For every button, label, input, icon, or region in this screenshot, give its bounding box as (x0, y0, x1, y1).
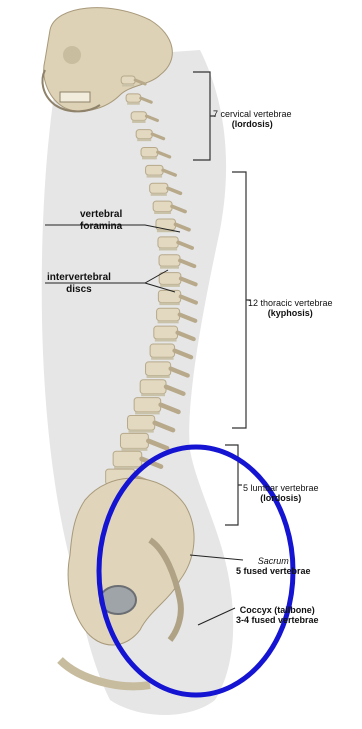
label-sacrum: Sacrum 5 fused vertebrae (236, 556, 311, 577)
intervertebral-disc (159, 303, 179, 306)
vertebra (126, 94, 141, 102)
vertebra (158, 237, 178, 248)
intervertebral-disc (155, 339, 177, 342)
vertebra (141, 147, 158, 156)
intervertebral-disc (151, 357, 173, 360)
vertebra (120, 433, 148, 448)
intervertebral-disc (147, 375, 170, 378)
vertebra (128, 416, 155, 431)
vertebra (157, 308, 180, 321)
label-coccyx: Coccyx (tailbone) 3-4 fused vertebrae (236, 605, 319, 626)
label-cervical: 7 cervical vertebrae (lordosis) (213, 109, 292, 130)
intervertebral-disc (137, 139, 151, 142)
vertebra (153, 201, 172, 211)
intervertebral-disc (122, 84, 134, 87)
vertebra (134, 398, 161, 412)
label-lumbar: 5 lumbar vertebrae (lordosis) (243, 483, 319, 504)
vertebra (113, 451, 142, 466)
vertebra (159, 273, 181, 285)
intervertebral-disc (142, 157, 157, 160)
vertebra (158, 290, 180, 302)
intervertebral-disc (160, 284, 180, 287)
vertebra (154, 326, 178, 339)
intervertebral-disc (141, 394, 165, 397)
vertebra (146, 362, 171, 376)
intervertebral-disc (151, 193, 167, 196)
intervertebral-disc (147, 175, 162, 178)
intervertebral-disc (158, 321, 179, 324)
vertebra (146, 165, 163, 175)
intervertebral-disc (132, 120, 145, 123)
vertebra (121, 76, 135, 84)
intervertebral-disc (121, 448, 147, 451)
intervertebral-disc (135, 412, 160, 415)
label-thoracic: 12 thoracic vertebrae (kyphosis) (248, 298, 333, 319)
intervertebral-disc (154, 212, 171, 215)
vertebra (150, 183, 168, 193)
intervertebral-disc (129, 430, 154, 433)
intervertebral-disc (160, 266, 179, 269)
vertebra (150, 344, 174, 357)
label-vertebral-foramina: vertebral foramina (80, 209, 122, 232)
intervertebral-disc (127, 102, 140, 105)
label-intervertebral-discs: intervertebral discs (47, 272, 111, 295)
vertebra (159, 255, 180, 266)
intervertebral-disc (159, 248, 177, 251)
vertebra (131, 112, 146, 121)
vertebra (140, 380, 166, 394)
vertebra (136, 130, 152, 139)
